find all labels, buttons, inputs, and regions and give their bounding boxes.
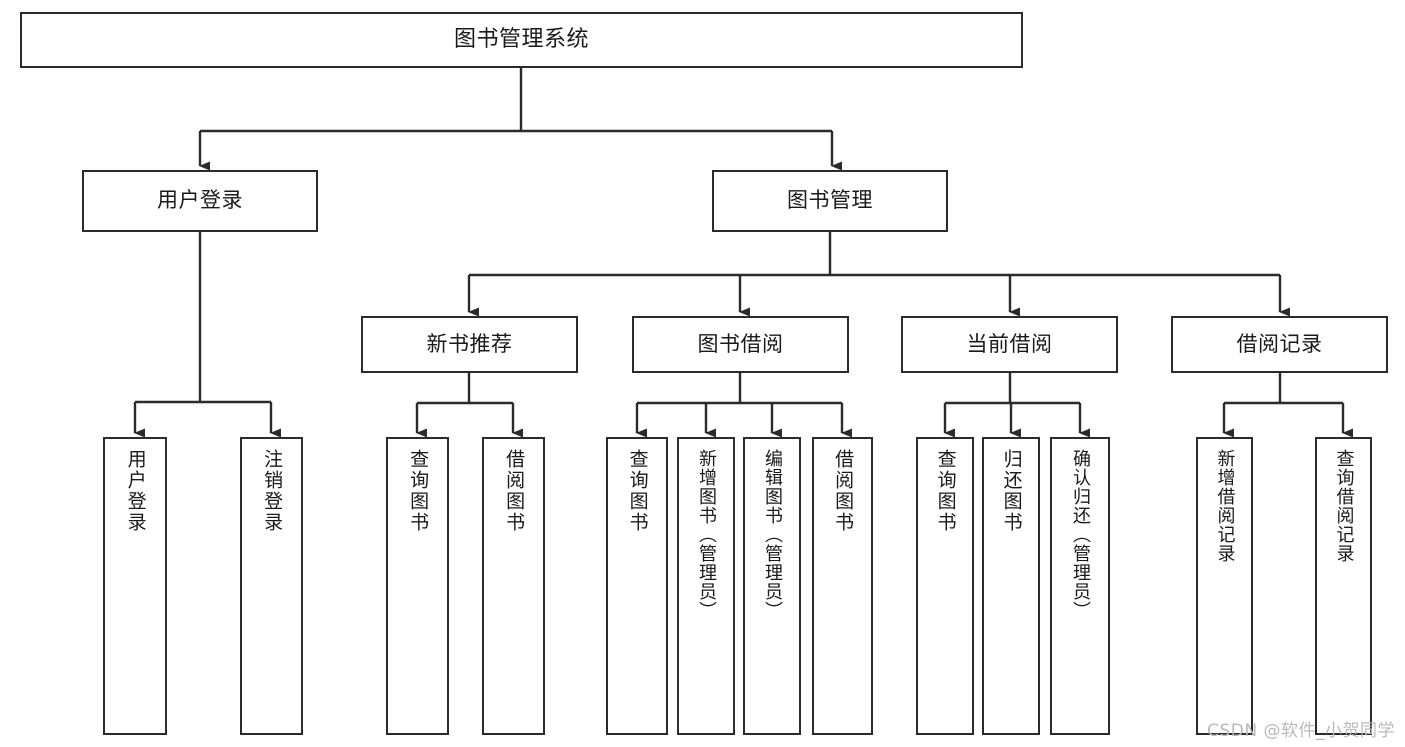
node-leaf-user-login[interactable]: 用户登录	[103, 437, 167, 735]
node-label: 编辑图书（管理员）	[761, 449, 783, 620]
node-label: 查询图书	[626, 449, 649, 533]
node-label: 用户登录	[157, 188, 243, 213]
node-leaf-query-borrow-record[interactable]: 查询借阅记录	[1315, 437, 1372, 735]
node-borrow-record[interactable]: 借阅记录	[1171, 316, 1388, 373]
node-label: 查询图书	[934, 449, 957, 533]
node-label: 当前借阅	[966, 331, 1053, 356]
node-leaf-query-book-current[interactable]: 查询图书	[916, 437, 974, 735]
node-label: 图书管理系统	[453, 26, 589, 52]
node-leaf-add-book-admin[interactable]: 新增图书（管理员）	[677, 437, 735, 735]
node-label: 查询图书	[407, 449, 430, 533]
node-label: 新增借阅记录	[1214, 449, 1236, 563]
node-label: 用户登录	[124, 449, 147, 533]
node-leaf-add-borrow-record[interactable]: 新增借阅记录	[1196, 437, 1253, 735]
node-label: 借阅记录	[1236, 331, 1323, 356]
node-label: 新书推荐	[426, 331, 513, 356]
node-leaf-borrow-book[interactable]: 借阅图书	[812, 437, 873, 735]
node-label: 图书借阅	[697, 331, 784, 356]
node-leaf-query-book-recommend[interactable]: 查询图书	[386, 437, 449, 735]
node-label: 新增图书（管理员）	[695, 449, 717, 620]
watermark-text: CSDN @软件_小贺同学	[1207, 721, 1395, 741]
node-label: 查询借阅记录	[1333, 449, 1355, 563]
node-leaf-confirm-return-admin[interactable]: 确认归还（管理员）	[1050, 437, 1110, 735]
node-book-borrow[interactable]: 图书借阅	[632, 316, 849, 373]
node-label: 借阅图书	[832, 449, 855, 533]
node-user-login[interactable]: 用户登录	[82, 170, 318, 232]
node-label: 图书管理	[787, 188, 873, 213]
node-leaf-edit-book-admin[interactable]: 编辑图书（管理员）	[743, 437, 801, 735]
node-leaf-logout[interactable]: 注销登录	[240, 437, 303, 735]
node-leaf-return-book[interactable]: 归还图书	[982, 437, 1040, 735]
node-label: 确认归还（管理员）	[1069, 449, 1091, 620]
node-label: 注销登录	[261, 449, 284, 533]
node-root-system[interactable]: 图书管理系统	[20, 12, 1023, 68]
node-new-book-recommend[interactable]: 新书推荐	[361, 316, 578, 373]
node-current-borrow[interactable]: 当前借阅	[901, 316, 1118, 373]
node-book-management[interactable]: 图书管理	[712, 170, 948, 232]
node-leaf-borrow-book-recommend[interactable]: 借阅图书	[482, 437, 545, 735]
node-leaf-query-book-borrow[interactable]: 查询图书	[606, 437, 668, 735]
node-label: 归还图书	[1000, 449, 1023, 533]
node-label: 借阅图书	[503, 449, 526, 533]
